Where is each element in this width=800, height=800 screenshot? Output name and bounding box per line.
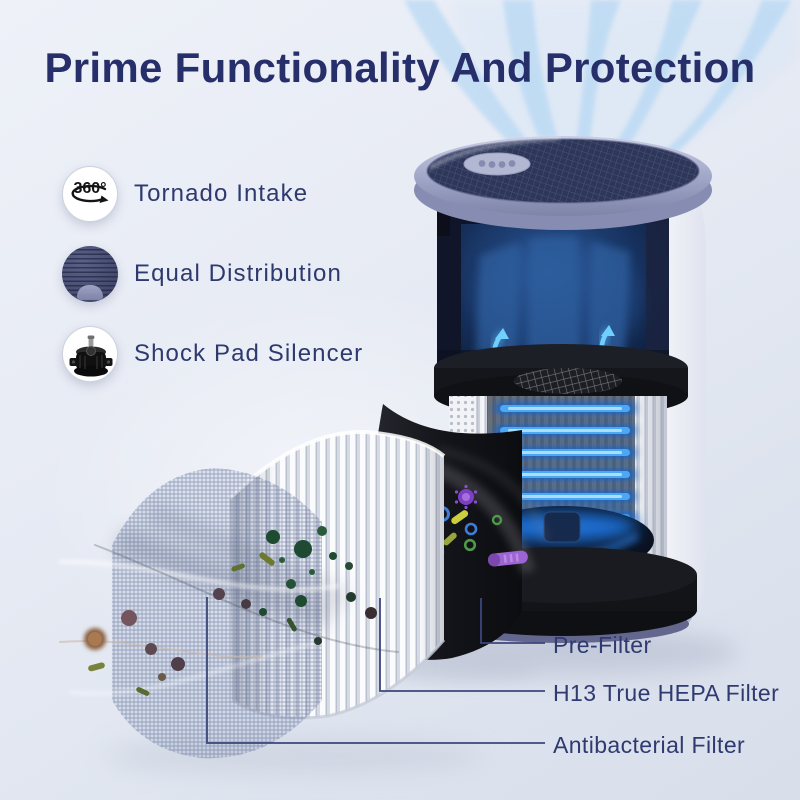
air-grille-icon — [62, 246, 118, 302]
antibacterial-callout-line — [206, 597, 545, 744]
feature-equal-distribution: Equal Distribution — [62, 246, 363, 302]
feature-label-shock-pad-silencer: Shock Pad Silencer — [134, 340, 364, 367]
feature-tornado-intake: 360° Tornado Intake — [62, 166, 363, 222]
pollen-particles — [84, 588, 251, 696]
360-rotation-icon: 360° — [62, 166, 118, 222]
callout-lines — [206, 597, 545, 744]
page-title: Prime Functionality And Protection — [44, 44, 756, 91]
feature-list: 360° Tornado Intake Equal Distribution — [62, 166, 363, 406]
feature-label-equal-distribution: Equal Distribution — [134, 260, 342, 287]
top-grille-cap — [414, 136, 712, 230]
airflow-streams — [404, 0, 800, 182]
callout-label-hepa-filter: H13 True HEPA Filter — [553, 680, 780, 706]
control-buttons — [463, 152, 531, 176]
feature-shock-pad-silencer: Shock Pad Silencer — [62, 326, 363, 382]
360-degrees-text: 360° — [73, 180, 106, 197]
bacteria-cluster — [231, 526, 377, 645]
grille-dome — [77, 285, 103, 300]
germ-icons — [429, 484, 528, 567]
prefilter-callout-line — [480, 598, 545, 644]
feature-label-tornado-intake: Tornado Intake — [134, 180, 309, 207]
callout-label-pre-filter: Pre-Filter — [553, 632, 652, 658]
dust-and-germ-particles — [58, 526, 399, 696]
hepa-callout-line — [379, 598, 545, 692]
callout-label-antibacterial-filter: Antibacterial Filter — [553, 732, 746, 758]
motor-shock-pad-icon — [62, 326, 118, 382]
